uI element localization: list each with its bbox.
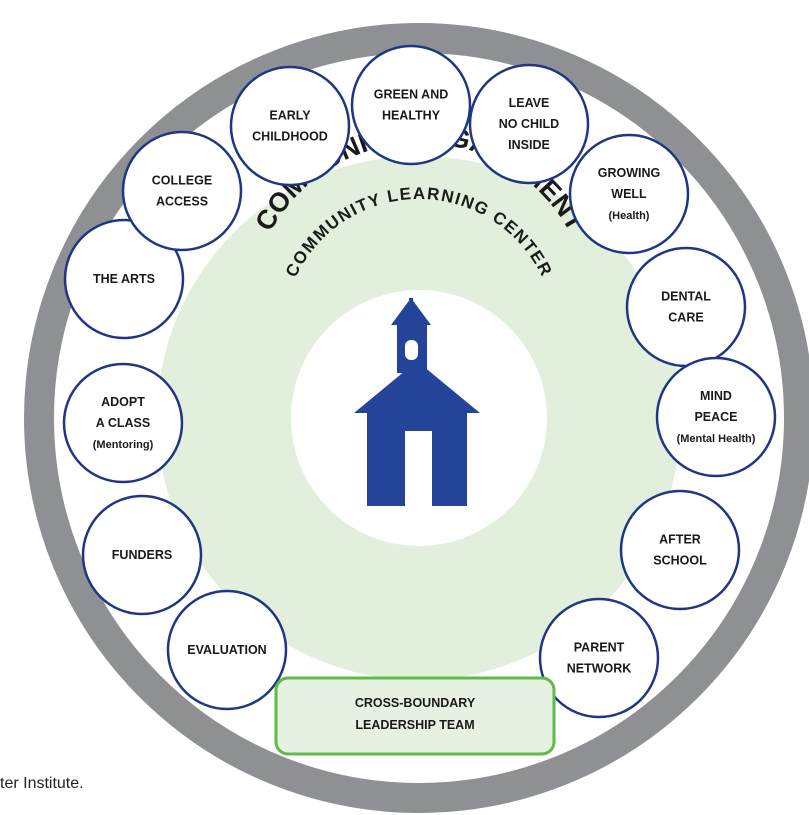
node-label: DENTAL — [661, 290, 711, 304]
program-nodes: GREEN AND HEALTHY LEAVE NO CHILD INSIDE GROWI… — [62, 44, 777, 719]
node-label: THE ARTS — [93, 272, 155, 286]
node-label: COLLEGE — [152, 174, 212, 188]
node-label: (Mental Health) — [677, 433, 756, 445]
node-circle — [81, 494, 203, 616]
node-label: MIND — [700, 389, 732, 403]
node-circle — [63, 218, 185, 340]
node-circle — [655, 356, 777, 478]
school-door — [405, 431, 432, 506]
node-label: ADOPT — [101, 395, 145, 409]
node-label: LEAVE — [509, 96, 550, 110]
node-label: HEALTHY — [382, 109, 441, 123]
leadership-team-line-1: CROSS-BOUNDARY — [355, 696, 476, 710]
node-after-school: AFTER SCHOOL — [619, 489, 741, 611]
node-label: FUNDERS — [112, 548, 172, 562]
node-label: EARLY — [269, 109, 311, 123]
node-circle — [619, 489, 741, 611]
schoolhouse-icon — [354, 298, 480, 506]
node-label: WELL — [611, 187, 647, 201]
node-label: ACCESS — [156, 195, 208, 209]
node-label: AFTER — [659, 533, 701, 547]
node-label: INSIDE — [508, 138, 550, 152]
node-circle — [568, 133, 690, 255]
source-caption: ter Institute. — [0, 775, 84, 792]
node-circle — [166, 589, 288, 711]
node-label: CHILDHOOD — [252, 130, 328, 144]
node-label: NO CHILD — [499, 117, 559, 131]
school-window — [405, 340, 418, 360]
node-label: PEACE — [694, 410, 737, 424]
node-label: GROWING — [598, 166, 661, 180]
node-funders: FUNDERS — [81, 494, 203, 616]
node-label: NETWORK — [567, 662, 632, 676]
node-circle — [229, 65, 351, 187]
node-label: GREEN AND — [374, 88, 449, 102]
node-mind-peace: MIND PEACE (Mental Health) — [655, 356, 777, 478]
node-early-childhood: EARLY CHILDHOOD — [229, 65, 351, 187]
node-leave-no-child-inside: LEAVE NO CHILD INSIDE — [468, 63, 590, 185]
node-dental-care: DENTAL CARE — [625, 246, 747, 368]
node-parent-network: PARENT NETWORK — [538, 597, 660, 719]
node-green-and-healthy: GREEN AND HEALTHY — [350, 44, 472, 166]
node-label: A CLASS — [96, 416, 150, 430]
node-circle — [350, 44, 472, 166]
node-circle — [468, 63, 590, 185]
leadership-team-line-2: LEADERSHIP TEAM — [355, 718, 474, 732]
node-label: PARENT — [574, 641, 625, 655]
node-evaluation: EVALUATION — [166, 589, 288, 711]
node-label: (Health) — [609, 210, 650, 222]
node-circle — [538, 597, 660, 719]
node-college-access: COLLEGE ACCESS — [121, 130, 243, 252]
leadership-team-box: CROSS-BOUNDARY LEADERSHIP TEAM — [274, 676, 556, 756]
node-the-arts: THE ARTS — [63, 218, 185, 340]
node-adopt-a-class: ADOPT A CLASS (Mentoring) — [62, 362, 184, 484]
node-circle — [121, 130, 243, 252]
node-label: CARE — [668, 311, 703, 325]
node-circle — [62, 362, 184, 484]
node-label: (Mentoring) — [93, 439, 154, 451]
node-label: EVALUATION — [187, 643, 266, 657]
node-label: SCHOOL — [653, 554, 707, 568]
node-circle — [625, 246, 747, 368]
node-growing-well: GROWING WELL (Health) — [568, 133, 690, 255]
